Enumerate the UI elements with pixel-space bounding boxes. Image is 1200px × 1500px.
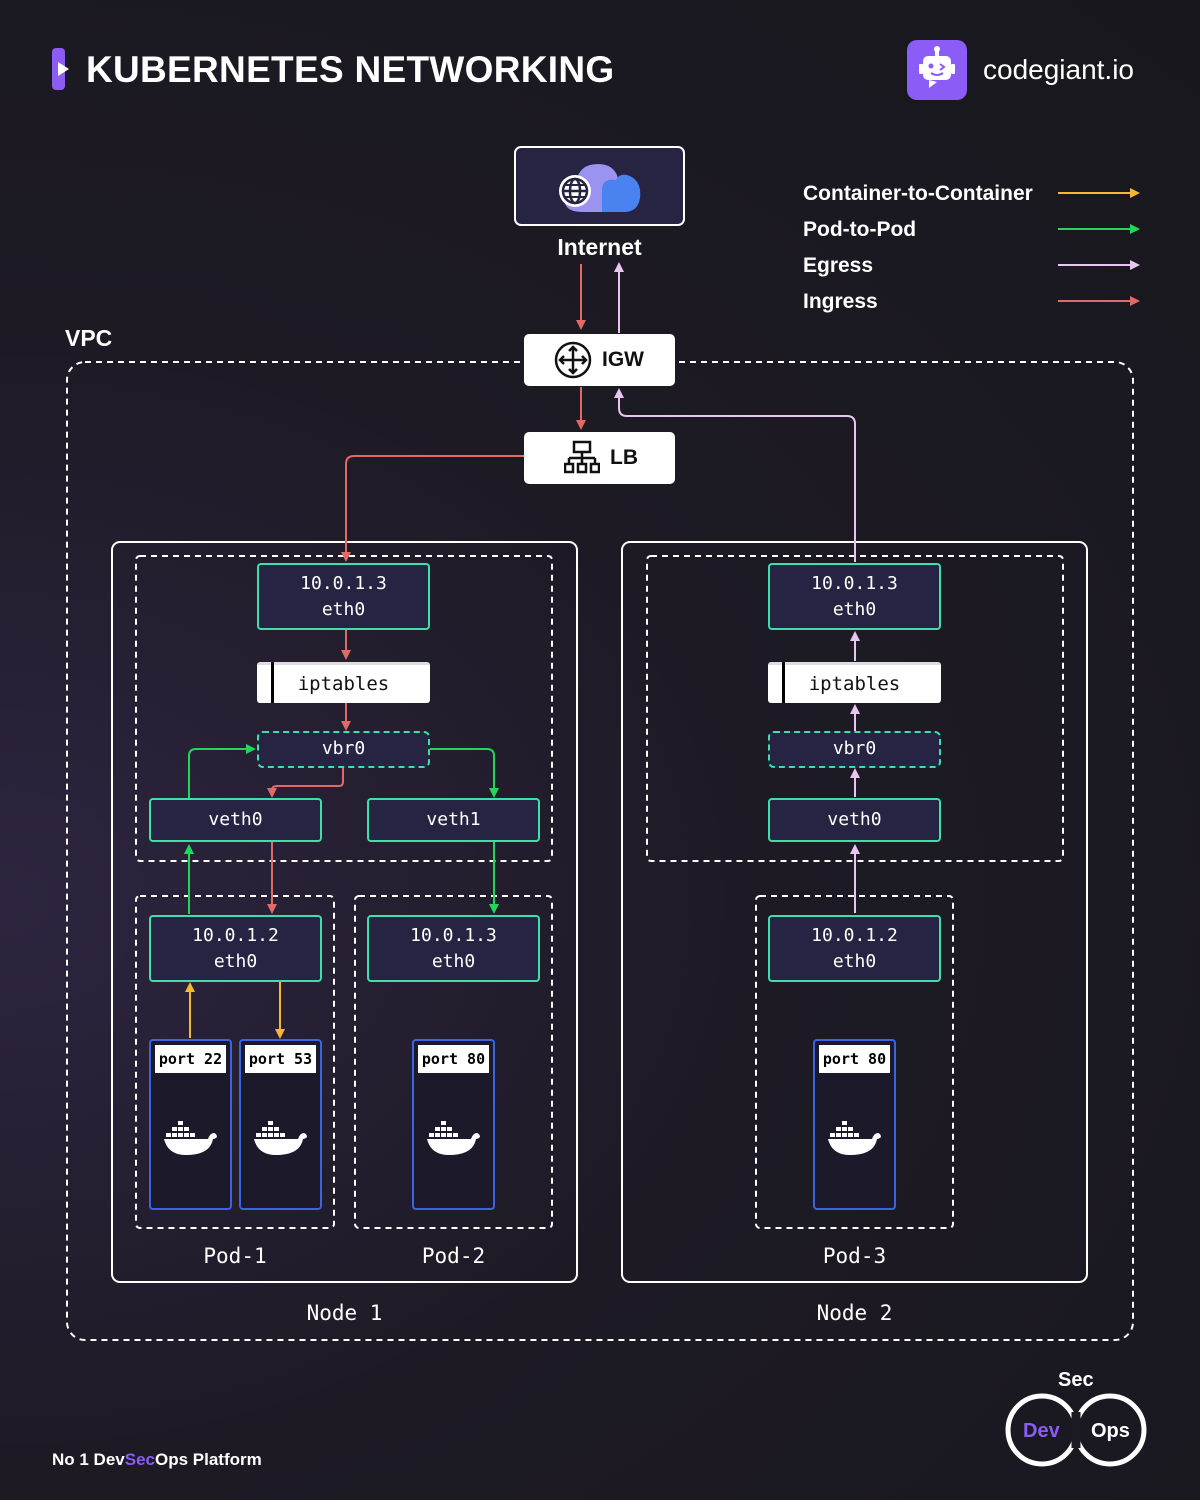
pod1-boundary (135, 895, 335, 1229)
legend-container-to-container: Container-to-Container (803, 182, 1033, 205)
node2-eth0-ip: 10.0.1.3 (811, 573, 898, 594)
port-label: port 80 (819, 1045, 890, 1073)
logo-ops-text: Ops (1091, 1420, 1130, 1442)
lb-box: LB (524, 432, 675, 484)
brand-name: codegiant.io (983, 54, 1135, 85)
iptables-marker (782, 662, 785, 703)
pod2-label: Pod-2 (421, 1244, 486, 1268)
port-label: port 22 (155, 1045, 226, 1073)
pod1-container-2: port 53 (239, 1039, 322, 1210)
vpc-label: VPC (65, 325, 113, 351)
iptables-marker (271, 662, 274, 703)
pod2-eth0-name: eth0 (431, 951, 476, 972)
logo-dev-text: Dev (1023, 1420, 1060, 1442)
ingress-vbr0-veth0 (267, 768, 344, 798)
pod1-container-1: port 22 (149, 1039, 232, 1210)
node1-box (111, 541, 578, 1283)
footer-suffix: Ops Platform (155, 1450, 262, 1469)
footer-prefix: No 1 Dev (52, 1450, 125, 1469)
legend-pod-to-pod: Pod-to-Pod (803, 218, 917, 241)
play-icon (58, 62, 69, 76)
devsecops-logo-icon (1005, 1393, 1147, 1467)
docker-whale-icon (426, 1121, 480, 1155)
ingress-lb-node1 (341, 455, 524, 562)
port-label: port 53 (245, 1045, 316, 1073)
pod2-eth0: 10.0.1.3 eth0 (367, 915, 540, 982)
pod2-container-1: port 80 (412, 1039, 495, 1210)
router-icon (554, 341, 592, 379)
pod1-eth0-name: eth0 (213, 951, 258, 972)
igw-label: IGW (602, 348, 644, 371)
node1-eth0-name: eth0 (321, 599, 366, 620)
docker-whale-icon (253, 1121, 307, 1155)
page-title: KUBERNETES NETWORKING (86, 49, 615, 90)
node2-veth0: veth0 (768, 798, 941, 842)
pod1-eth0-ip: 10.0.1.2 (192, 925, 279, 946)
load-balancer-icon (564, 440, 600, 474)
pod2-eth0-ip: 10.0.1.3 (410, 925, 497, 946)
logo-sec-text: Sec (1058, 1369, 1094, 1391)
node1-vbr0: vbr0 (257, 731, 430, 768)
legend-ingress: Ingress (803, 290, 878, 313)
pod2-boundary (354, 895, 553, 1229)
pod3-eth0-ip: 10.0.1.2 (811, 925, 898, 946)
codegiant-robot-icon (907, 40, 967, 100)
pod-vbr0-veth1 (430, 748, 499, 798)
pod3-container-1: port 80 (813, 1039, 896, 1210)
node1-veth1: veth1 (367, 798, 540, 842)
internet-label: Internet (557, 234, 642, 260)
node2-iptables-label: iptables (808, 673, 901, 695)
egress-node2-igw (614, 388, 856, 562)
pod3-eth0: 10.0.1.2 eth0 (768, 915, 941, 982)
node1-eth0-ip: 10.0.1.3 (300, 573, 387, 594)
pod1-eth0: 10.0.1.2 eth0 (149, 915, 322, 982)
legend-egress: Egress (803, 254, 874, 277)
node2-label: Node 2 (816, 1301, 893, 1325)
node1-eth0: 10.0.1.3 eth0 (257, 563, 430, 630)
pod1-label: Pod-1 (203, 1244, 267, 1268)
footer-sec: Sec (124, 1450, 155, 1469)
igw-box: IGW (524, 334, 675, 386)
port-label: port 80 (418, 1045, 489, 1073)
lb-label: LB (610, 446, 638, 469)
pod3-eth0-name: eth0 (832, 951, 877, 972)
node1-iptables: iptables (257, 662, 430, 703)
cloud-globe-icon (556, 158, 644, 221)
node2-eth0-name: eth0 (832, 599, 877, 620)
node2-vbr0: vbr0 (768, 731, 941, 768)
vpc-boundary (66, 361, 1134, 1341)
pod3-label: Pod-3 (822, 1244, 887, 1268)
footer-tagline: No 1 DevSecOps Platform (52, 1449, 262, 1471)
pod-veth0-vbr0 (188, 744, 256, 798)
docker-whale-icon (827, 1121, 881, 1155)
node1-label: Node 1 (306, 1301, 383, 1325)
node2-iptables: iptables (768, 662, 941, 703)
node1-veth0: veth0 (149, 798, 322, 842)
node2-eth0: 10.0.1.3 eth0 (768, 563, 941, 630)
node1-iptables-label: iptables (297, 673, 390, 695)
pod3-boundary (755, 895, 954, 1229)
docker-whale-icon (163, 1121, 217, 1155)
